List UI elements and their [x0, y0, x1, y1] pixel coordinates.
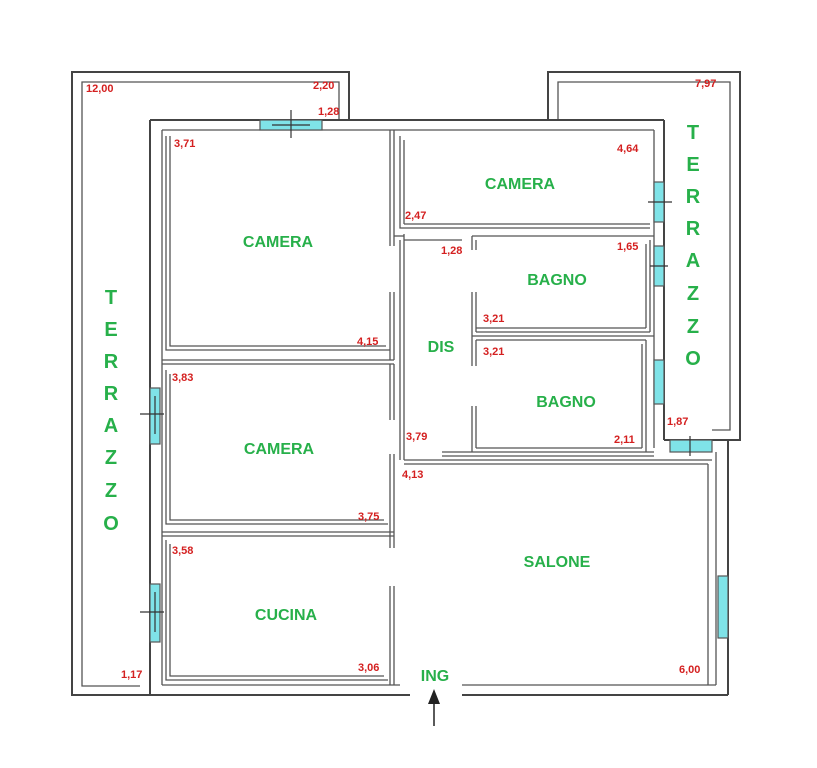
entrance-arrow-icon — [428, 689, 440, 726]
room-label-camera-top-right: CAMERA — [485, 176, 556, 193]
terrazzo-left-label: T E R R A Z Z O — [103, 287, 119, 535]
terrazzo-right-letter: Z — [687, 283, 699, 305]
window-salone-right — [717, 575, 729, 639]
terrazzo-left-letter: R — [104, 351, 119, 373]
room-label-camera-mid-left: CAMERA — [244, 441, 315, 458]
terrazzo-right-letter: E — [686, 154, 699, 176]
dimension-dis-3-79: 3,79 — [406, 431, 427, 443]
dimension-camera-tl-a: 3,71 — [174, 138, 195, 150]
room-label-camera-top-left: CAMERA — [243, 234, 314, 251]
dimension-terrace-left-top: 12,00 — [86, 83, 114, 95]
terrazzo-right-label: T E R R A Z Z O — [685, 122, 701, 370]
window-bagno-upper — [650, 245, 668, 287]
dimension-camera-tr-b: 2,47 — [405, 210, 426, 222]
dimension-terrace-right-bottom: 1,87 — [667, 416, 688, 428]
dimension-bagno-lower-a: 3,21 — [483, 346, 504, 358]
terrazzo-right-letter: T — [687, 122, 699, 144]
window-camera-tr — [648, 181, 672, 223]
room-label-bagno-lower: BAGNO — [536, 394, 596, 411]
dimension-terrace-right-top: 7,97 — [695, 78, 716, 90]
terrace-left-outline — [71, 71, 350, 696]
dimension-cucina-a: 3,58 — [172, 545, 193, 557]
dimension-dis-1-28: 1,28 — [441, 245, 462, 257]
interior-walls — [162, 130, 712, 685]
dimension-terrace-left-1-28: 1,28 — [318, 106, 339, 118]
dimension-terrace-left-topright: 2,20 — [313, 80, 334, 92]
dimension-terrace-left-bottom: 1,17 — [121, 669, 142, 681]
terrazzo-right-letter: A — [686, 250, 700, 272]
terrace-right-outline — [547, 71, 741, 441]
dimension-camera-ml-b: 3,75 — [358, 511, 379, 523]
terrazzo-right-letter: O — [685, 348, 701, 370]
apartment-outer-walls — [149, 119, 729, 696]
window-camera-ml — [140, 387, 164, 445]
entrance-label: ING — [421, 668, 449, 685]
terrazzo-left-letter: R — [104, 383, 119, 405]
window-cucina — [140, 583, 164, 643]
terrazzo-left-letter: Z — [105, 480, 117, 502]
terrazzo-left-letter: T — [105, 287, 117, 309]
dimension-cucina-b: 3,06 — [358, 662, 379, 674]
terrazzo-left-letter: E — [104, 319, 117, 341]
dimension-salone-b: 6,00 — [679, 664, 700, 676]
room-label-cucina: CUCINA — [255, 607, 318, 624]
terrazzo-left-letter: O — [103, 513, 119, 535]
dimension-camera-tl-b: 4,15 — [357, 336, 378, 348]
window-bagno-lower — [653, 359, 665, 405]
room-label-salone: SALONE — [524, 554, 591, 571]
room-label-bagno-upper: BAGNO — [527, 272, 587, 289]
terrazzo-right-letter: R — [686, 218, 701, 240]
dimension-bagno-upper-a: 1,65 — [617, 241, 638, 253]
dimension-bagno-upper-b: 3,21 — [483, 313, 504, 325]
terrazzo-left-letter: Z — [105, 447, 117, 469]
dimension-bagno-lower-b: 2,11 — [614, 434, 635, 446]
terrazzo-right-letter: Z — [687, 316, 699, 338]
window-top — [259, 110, 323, 138]
terrazzo-right-letter: R — [686, 186, 701, 208]
room-label-dis: DIS — [428, 339, 455, 356]
window-terrace-right-door — [669, 436, 713, 456]
dimension-salone-a: 4,13 — [402, 469, 423, 481]
dimension-camera-ml-a: 3,83 — [172, 372, 193, 384]
dimension-camera-tr-a: 4,64 — [617, 143, 639, 155]
terrazzo-left-letter: A — [104, 415, 118, 437]
